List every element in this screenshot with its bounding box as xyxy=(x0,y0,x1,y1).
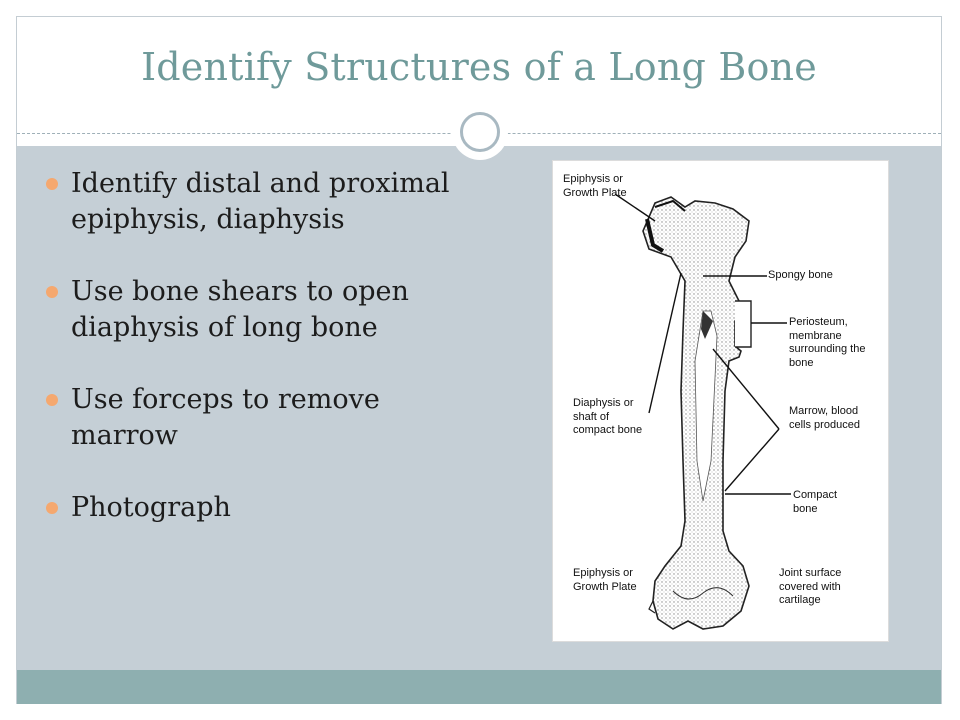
label-joint-surface: Joint surface covered with cartilage xyxy=(779,567,842,606)
bullet-item: Use forceps to remove marrow xyxy=(46,382,466,454)
bullet-dot-icon xyxy=(46,286,58,298)
footer-band xyxy=(17,670,941,704)
bullet-dot-icon xyxy=(46,502,58,514)
slide-title: Identify Structures of a Long Bone xyxy=(141,45,817,89)
bullet-item: Identify distal and proximal epiphysis, … xyxy=(46,166,466,238)
bullet-text: Use forceps to remove marrow xyxy=(71,384,380,451)
label-epiphysis-top: Epiphysis or Growth Plate xyxy=(563,173,627,199)
bullet-list: Identify distal and proximal epiphysis, … xyxy=(46,166,466,526)
bullet-item: Use bone shears to open diaphysis of lon… xyxy=(46,274,466,346)
label-marrow: Marrow, blood cells produced xyxy=(789,405,860,431)
label-diaphysis: Diaphysis or shaft of compact bone xyxy=(573,397,643,436)
divider-ring-icon xyxy=(460,112,500,152)
bullet-text: Photograph xyxy=(71,492,231,523)
label-epiphysis-bottom: Epiphysis or Growth Plate xyxy=(573,567,637,593)
label-compact-bone: Compact bone xyxy=(793,489,838,515)
bullet-text: Use bone shears to open diaphysis of lon… xyxy=(71,276,409,343)
label-spongy-bone: Spongy bone xyxy=(768,269,833,281)
bone-illustration xyxy=(614,193,791,630)
label-periosteum: Periosteum, membrane surrounding the bon… xyxy=(789,316,866,369)
bullet-item: Photograph xyxy=(46,490,466,526)
long-bone-diagram: Epiphysis or Growth Plate Spongy bone Pe… xyxy=(552,160,889,642)
bullet-dot-icon xyxy=(46,178,58,190)
bullet-text: Identify distal and proximal epiphysis, … xyxy=(71,168,450,235)
bullet-dot-icon xyxy=(46,394,58,406)
